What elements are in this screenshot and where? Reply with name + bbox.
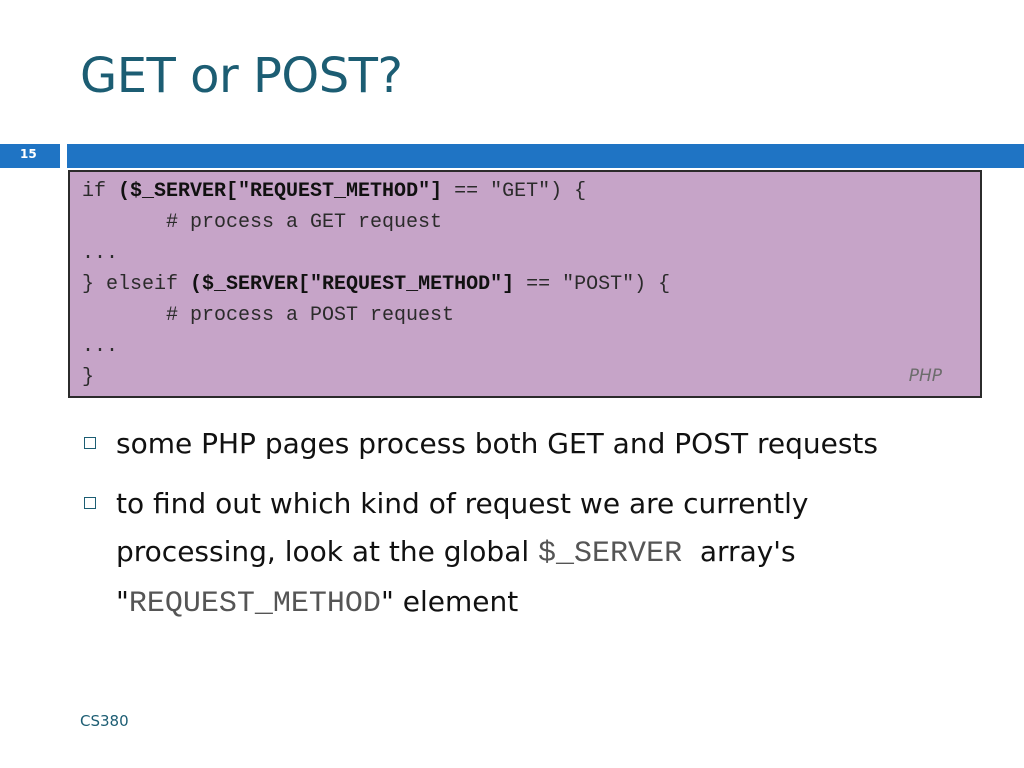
slide-number: 15 — [20, 147, 37, 161]
code-line-3: ... — [82, 242, 119, 265]
code-line-4: } elseif ($_SERVER["REQUEST_METHOD"] == … — [82, 273, 670, 297]
code-language-label: PHP — [908, 366, 942, 386]
square-bullet-icon — [84, 437, 96, 449]
code-condition: == "POST") { — [514, 273, 671, 296]
header-bar — [67, 144, 1024, 168]
bullet-text: " element — [380, 585, 519, 618]
bullet-list: some PHP pages process both GET and POST… — [80, 420, 960, 640]
bullet-text: array's " — [116, 535, 805, 618]
code-line-5: # process a POST request — [82, 304, 455, 327]
footer-course-label: CS380 — [80, 712, 129, 730]
inline-code-request-method: REQUEST_METHOD — [128, 587, 381, 621]
code-line-7: } — [82, 366, 95, 389]
bullet-item-2: to find out which kind of request we are… — [80, 480, 960, 628]
code-keyword: if — [82, 180, 119, 203]
code-condition: == "GET") { — [442, 180, 587, 203]
inline-code-server: $_SERVER — [538, 537, 683, 571]
slide-title: GET or POST? — [80, 48, 403, 104]
bullet-item-1: some PHP pages process both GET and POST… — [80, 420, 960, 468]
square-bullet-icon — [84, 497, 96, 509]
code-line-2: # process a GET request — [82, 211, 443, 234]
code-block: if ($_SERVER["REQUEST_METHOD"] == "GET")… — [68, 170, 982, 398]
bullet-text: some PHP pages process both GET and POST… — [116, 427, 878, 460]
code-bold-expression: ($_SERVER["REQUEST_METHOD"] — [190, 273, 515, 296]
code-line-1: if ($_SERVER["REQUEST_METHOD"] == "GET")… — [82, 180, 586, 204]
slide-number-badge — [0, 144, 60, 168]
code-bold-expression: ($_SERVER["REQUEST_METHOD"] — [118, 180, 443, 203]
code-line-6: ... — [82, 335, 119, 358]
bullet-text: to find out which kind of request we are… — [116, 487, 809, 568]
code-keyword: } elseif — [82, 273, 191, 296]
